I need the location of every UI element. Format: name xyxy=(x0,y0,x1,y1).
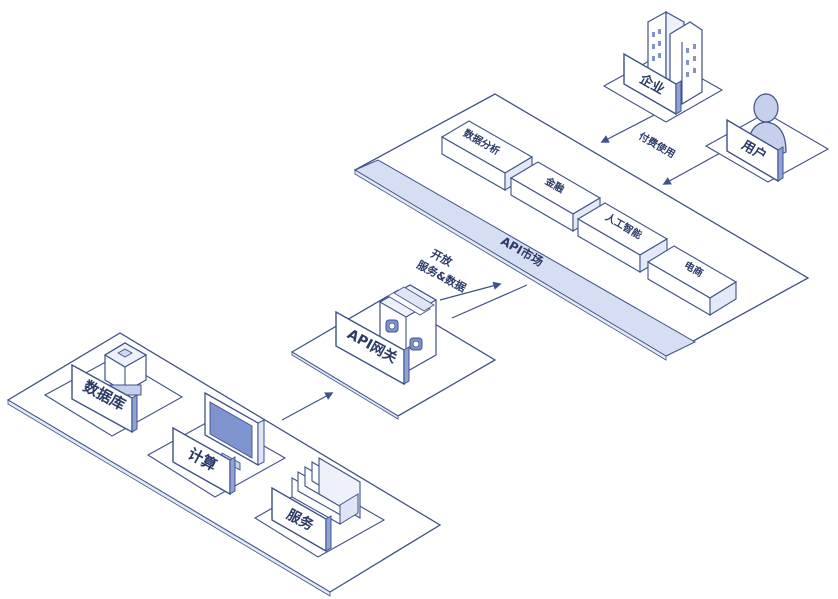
connector-gateway-to-market-a xyxy=(439,281,502,301)
data-sources-panel: 数据库 计算 xyxy=(6,332,442,597)
module-ecommerce[interactable]: 电商 xyxy=(646,245,738,316)
connector-enterprise-to-market xyxy=(600,111,661,143)
building-icon xyxy=(647,10,703,105)
service-flag: 服务 xyxy=(271,486,332,553)
service-node[interactable]: 服务 xyxy=(253,457,386,558)
connector-gateway-to-market-b xyxy=(451,284,528,319)
enterprise-node[interactable]: 企业 xyxy=(602,10,724,123)
database-icon xyxy=(103,342,148,396)
user-node[interactable]: 用户 xyxy=(704,93,830,183)
connector-sources-to-gateway xyxy=(281,392,334,421)
connector-user-to-market xyxy=(662,151,723,185)
user-flag: 用户 xyxy=(726,118,784,183)
enterprise-flag: 企业 xyxy=(623,52,682,116)
database-node[interactable]: 数据库 xyxy=(43,342,184,437)
connectors xyxy=(281,111,723,421)
module-data-analysis[interactable]: 数据分析 xyxy=(440,120,534,191)
compute-node[interactable]: 计算 xyxy=(146,391,287,498)
paid-usage-label: 付费使用 xyxy=(637,129,678,160)
gateway-panel[interactable]: API网关 xyxy=(290,284,497,420)
api-market-panel: API市场 数据分析 金融 人工智能 电商 xyxy=(353,93,810,361)
books-icon xyxy=(291,457,361,525)
